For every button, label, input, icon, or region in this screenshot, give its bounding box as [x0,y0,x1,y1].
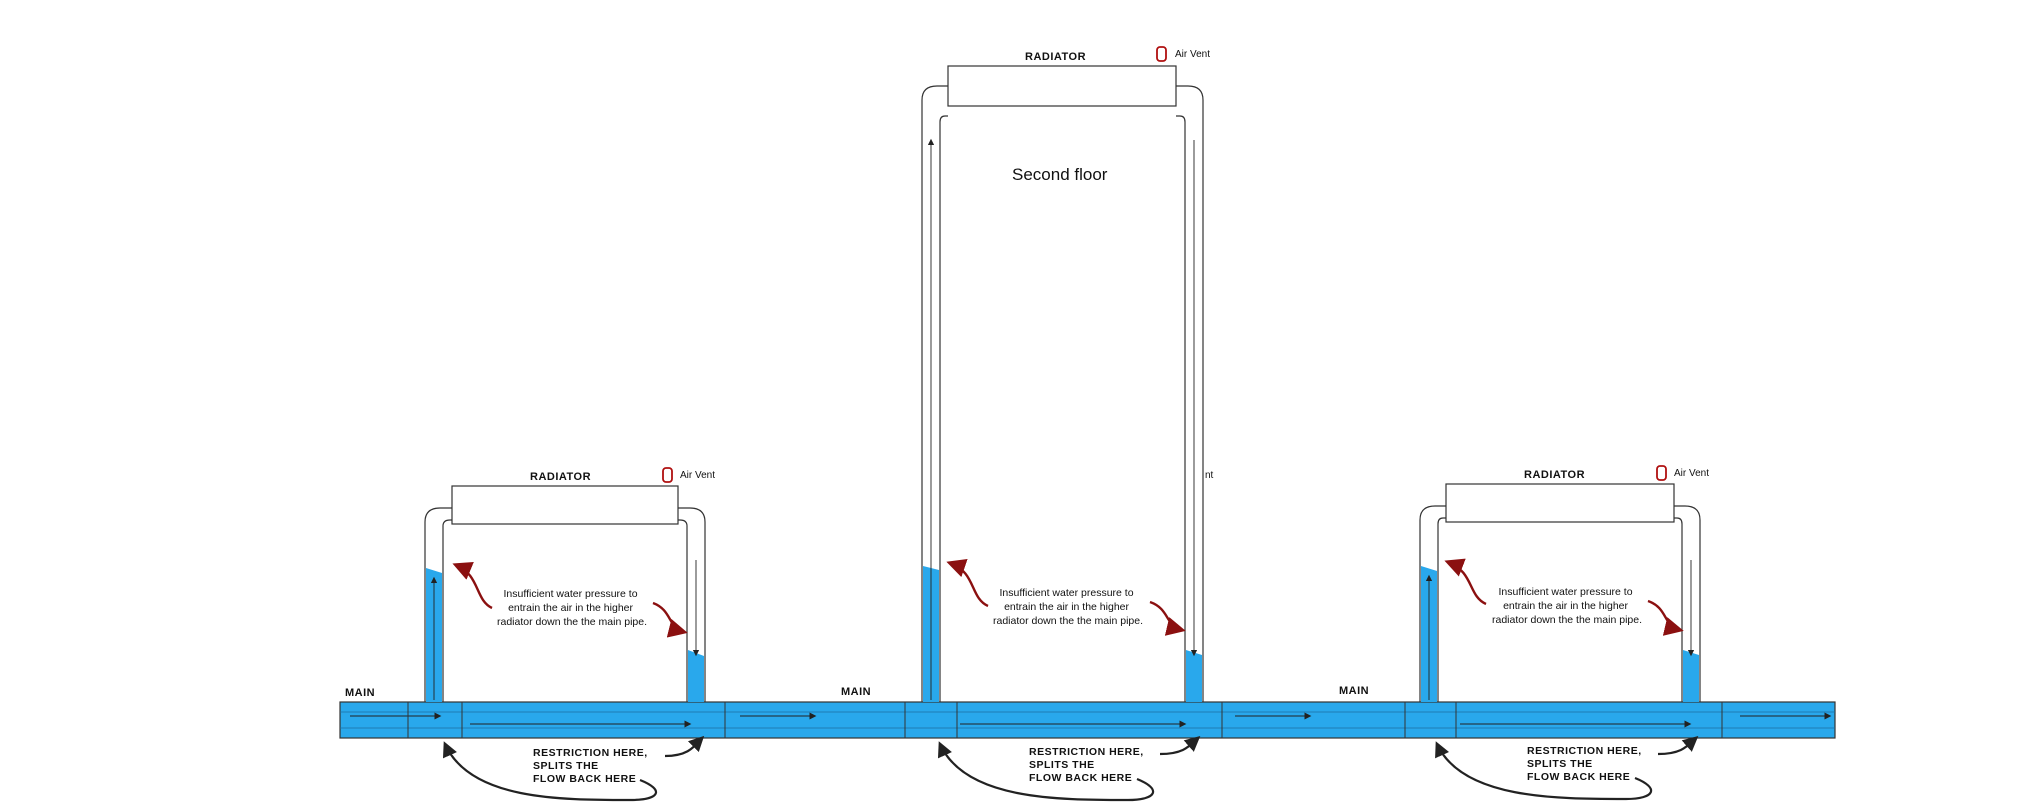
center-restriction-arrow [1159,735,1201,756]
right-note-arrow-up [1444,558,1487,606]
left-radiator [451,485,679,525]
center-radiator [947,65,1177,107]
right-air-vent-label: Air Vent [1674,468,1709,479]
left-unit: RADIATOR Air Vent Insufficient water pre… [424,467,715,802]
center-pressure-note: Insufficient water pressure to entrain t… [993,587,1143,627]
center-note-arrow-up [946,558,989,608]
left-restriction-note: RESTRICTION HERE, SPLITS THE FLOW BACK H… [533,747,651,785]
center-radiator-label: RADIATOR [1025,51,1086,63]
main-label-left: MAIN [345,687,375,699]
right-unit: RADIATOR Air Vent Insufficient water pre… [1419,465,1709,801]
center-air-vent-icon [1156,46,1167,62]
main-label-center: MAIN [841,686,871,698]
stray-vent-fragment: nt [1205,470,1214,481]
left-return-arrow [443,741,658,802]
right-restriction-arrow [1657,735,1699,756]
right-restriction-note: RESTRICTION HERE, SPLITS THE FLOW BACK H… [1527,745,1645,783]
left-air-vent-label: Air Vent [680,470,715,481]
left-note-arrow-up [452,562,493,610]
main-label-right: MAIN [1339,685,1369,697]
right-pressure-note: Insufficient water pressure to entrain t… [1492,586,1642,626]
left-pressure-note: Insufficient water pressure to entrain t… [497,588,647,628]
center-unit: RADIATOR Air Vent Second floor nt Insuff… [921,46,1214,802]
second-floor-label: Second floor [1012,165,1108,184]
center-return-arrow [938,741,1155,802]
right-note-arrow-down [1647,599,1684,636]
right-return-arrow [1435,741,1653,801]
main-pipe [339,701,1836,739]
center-restriction-note: RESTRICTION HERE, SPLITS THE FLOW BACK H… [1029,746,1147,784]
right-radiator-label: RADIATOR [1524,469,1585,481]
right-radiator [1445,483,1675,523]
right-air-vent-icon [1656,465,1667,481]
left-note-arrow-down [652,601,688,638]
left-air-vent-icon [662,467,673,483]
center-air-vent-label: Air Vent [1175,49,1210,60]
left-radiator-label: RADIATOR [530,471,591,483]
left-restriction-arrow [664,735,705,758]
center-note-arrow-down [1149,600,1186,636]
